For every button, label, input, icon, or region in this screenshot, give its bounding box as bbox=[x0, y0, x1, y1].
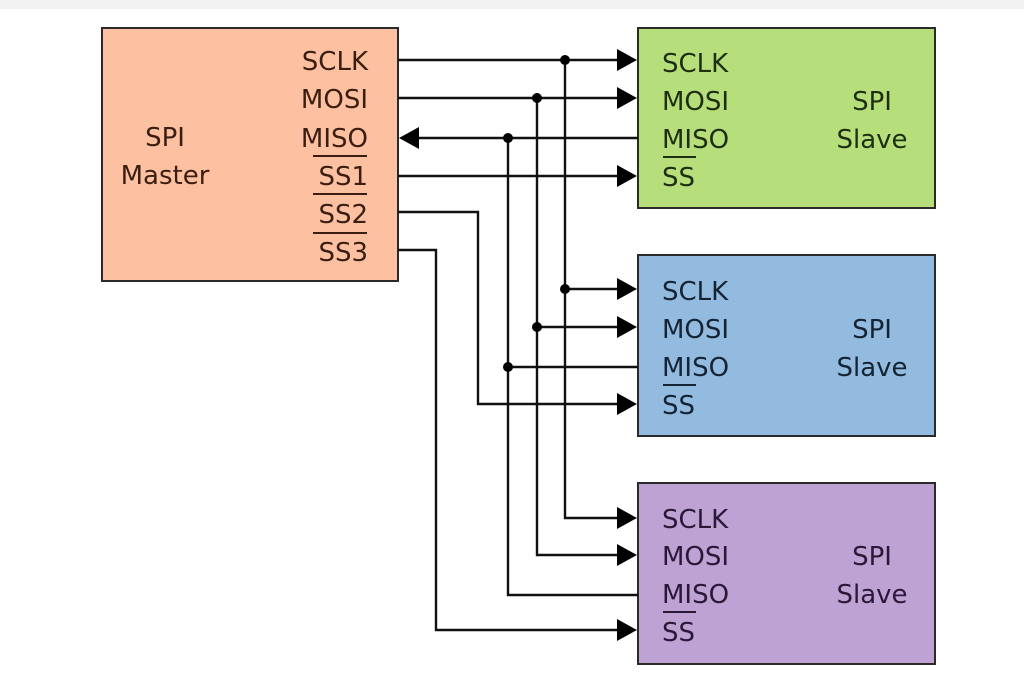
master-pin-sclk: SCLK bbox=[302, 47, 369, 77]
junction-mosi-top bbox=[532, 93, 542, 103]
slave-2-pin-miso: MISO bbox=[662, 353, 729, 383]
junction-sclk-slave2 bbox=[560, 284, 570, 294]
slave-3-title-line1: SPI bbox=[852, 542, 892, 572]
spi-slave-3-box bbox=[637, 482, 936, 665]
slave-1-pin-miso: MISO bbox=[662, 125, 729, 155]
slave-2-pin-sclk: SCLK bbox=[662, 277, 729, 307]
top-strip bbox=[0, 0, 1024, 9]
arrow-mosi-slave1 bbox=[617, 87, 637, 109]
wire-ss2 bbox=[398, 210, 618, 406]
master-pin-ss1: SS1 bbox=[318, 162, 368, 192]
slave-1-pin-sclk: SCLK bbox=[662, 49, 729, 79]
slave-1-pin-mosi: MOSI bbox=[662, 87, 729, 117]
slave-3-pin-ss: SS bbox=[662, 618, 695, 648]
master-pin-mosi: MOSI bbox=[301, 85, 368, 115]
slave-3-pin-miso: MISO bbox=[662, 580, 729, 610]
slave-1-pin-ss: SS bbox=[662, 163, 695, 193]
slave-2-labels: SCLK MOSI MISO SS SPI Slave bbox=[662, 277, 908, 421]
slave-3-title-line2: Slave bbox=[836, 580, 907, 610]
spi-slave-1-box bbox=[637, 27, 936, 209]
wire-sclk-bus bbox=[563, 60, 618, 520]
wire-miso-bus bbox=[506, 138, 638, 597]
wire-mosi-bus bbox=[535, 98, 618, 557]
arrow-sclk-slave3 bbox=[617, 507, 637, 529]
wire-ss3 bbox=[398, 248, 618, 632]
slave-3-labels: SCLK MOSI MISO SS SPI Slave bbox=[662, 505, 908, 648]
arrow-sclk-slave1 bbox=[617, 49, 637, 71]
junction-miso-slave2 bbox=[503, 362, 513, 372]
arrow-mosi-slave2 bbox=[617, 316, 637, 338]
slave-2-pin-mosi: MOSI bbox=[662, 315, 729, 345]
slave-1-labels: SCLK MOSI MISO SS SPI Slave bbox=[662, 49, 908, 193]
junction-sclk-top bbox=[560, 55, 570, 65]
arrow-sclk-slave2 bbox=[617, 278, 637, 300]
slave-3-pin-mosi: MOSI bbox=[662, 542, 729, 572]
arrow-ss-slave2 bbox=[617, 393, 637, 415]
spi-master-box bbox=[101, 27, 399, 282]
arrow-mosi-slave3 bbox=[617, 544, 637, 566]
slave-1-title-line1: SPI bbox=[852, 87, 892, 117]
slave-2-pin-ss: SS bbox=[662, 391, 695, 421]
slave-3-pin-sclk: SCLK bbox=[662, 505, 729, 535]
master-pin-miso: MISO bbox=[301, 124, 368, 154]
arrow-ss-slave1 bbox=[617, 165, 637, 187]
master-title-line2: Master bbox=[121, 161, 210, 191]
junction-mosi-slave2 bbox=[532, 322, 542, 332]
master-title-line1: SPI bbox=[145, 123, 185, 153]
slave-1-title-line2: Slave bbox=[836, 125, 907, 155]
spi-slave-2-box bbox=[637, 254, 936, 437]
master-pin-ss3: SS3 bbox=[318, 238, 368, 268]
slave-2-title-line2: Slave bbox=[836, 353, 907, 383]
junction-miso-top bbox=[503, 133, 513, 143]
slave-2-title-line1: SPI bbox=[852, 315, 892, 345]
arrow-ss-slave3 bbox=[617, 619, 637, 641]
arrow-miso-master bbox=[399, 127, 419, 149]
master-pin-ss2: SS2 bbox=[318, 200, 368, 230]
